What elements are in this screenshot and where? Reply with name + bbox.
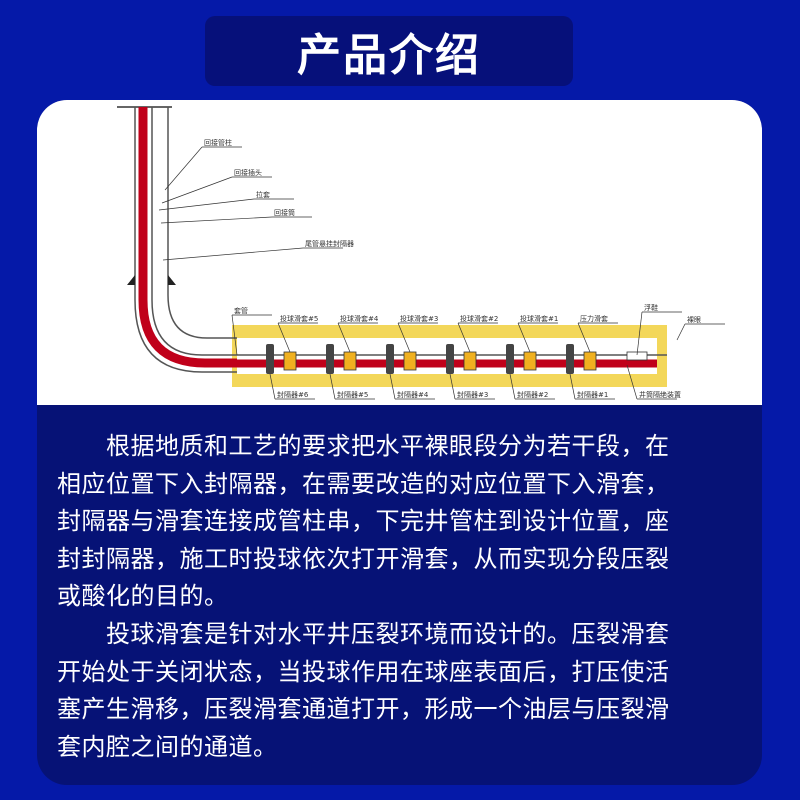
description-line: 或酸化的目的。 [57, 582, 229, 611]
sleeve-label: 压力滑套 [580, 314, 608, 323]
description-line: 根据地质和工艺的要求把水平裸眼段分为若干段，在 [57, 432, 670, 460]
sleeve-label: 投球滑套#5 [280, 314, 318, 323]
sleeve-label: 投球滑套#2 [460, 314, 498, 323]
vertical-label: 尾管悬挂封隔器 [305, 239, 354, 248]
packer [326, 344, 334, 374]
description-line: 封隔器与滑套连接成管柱串，下完井管柱到设计位置，座 [57, 507, 670, 536]
packer [506, 344, 514, 374]
sleeve-label: 投球滑套#4 [340, 314, 379, 323]
product-card: 回接管柱回接插头拉套回接筒尾管悬挂封隔器 套管投球滑套#5 封隔器#6 投球滑套#4… [37, 100, 762, 785]
description-line: 塞产生滑移，压裂滑套通道打开，形成一个油层与压裂滑 [57, 695, 670, 724]
description-line: 封封隔器，施工时投球依次打开滑套，从而实现分段压裂 [57, 544, 670, 573]
sliding-sleeve [343, 351, 357, 371]
tubing-string [138, 107, 657, 368]
packer [266, 344, 274, 374]
sliding-sleeve [583, 351, 597, 371]
isolation-label: 井筒隔绝装置 [639, 390, 681, 399]
packer-label: 封隔器#5 [337, 390, 368, 399]
description-line: 投球滑套是针对水平井压裂环境而设计的。压裂滑套 [57, 619, 670, 648]
sleeve-label: 投球滑套#1 [520, 314, 558, 323]
sleeve-label: 投球滑套#3 [400, 314, 438, 323]
description-line: 相应位置下入封隔器，在需要改造的对应位置下入滑套， [57, 469, 670, 498]
sliding-sleeve [463, 351, 477, 371]
packer-label: 封隔器#6 [277, 390, 309, 399]
description-line: 套内腔之间的通道。 [57, 732, 278, 761]
well-completion-diagram: 回接管柱回接插头拉套回接筒尾管悬挂封隔器 套管投球滑套#5 封隔器#6 投球滑套#4… [37, 100, 762, 405]
open-hole-label: 裸眼 [687, 315, 701, 324]
packer [386, 344, 394, 374]
sliding-sleeve [403, 351, 417, 371]
vertical-label: 回接管柱 [204, 138, 232, 147]
packer-label: 封隔器#4 [397, 390, 429, 399]
vertical-label: 回接插头 [234, 168, 262, 177]
vertical-label: 回接筒 [274, 208, 295, 217]
packer [446, 344, 454, 374]
float-shoe-label: 浮鞋 [644, 303, 658, 312]
packer-label: 封隔器#1 [577, 390, 608, 399]
page-title: 产品介绍 [297, 30, 481, 81]
vertical-label: 拉套 [256, 190, 270, 199]
packer-label: 封隔器#3 [457, 390, 488, 399]
sliding-sleeve [283, 351, 297, 371]
description-line: 开始处于关闭状态，当投球作用在球座表面后，打压使活 [57, 657, 670, 686]
casing-label: 套管 [234, 306, 248, 315]
title-banner: 产品介绍 [205, 16, 573, 86]
description-text: 根据地质和工艺的要求把水平裸眼段分为若干段，在相应位置下入封隔器，在需要改造的对… [57, 428, 747, 766]
packer [566, 344, 574, 374]
sliding-sleeve [523, 351, 537, 371]
packer-label: 封隔器#2 [517, 390, 548, 399]
